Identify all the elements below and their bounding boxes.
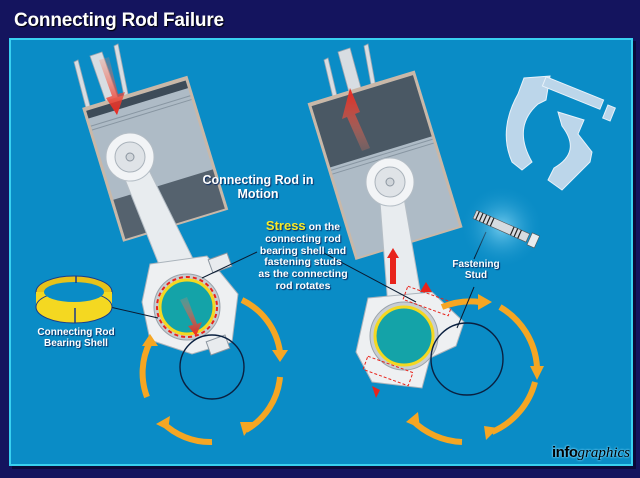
page-title: Connecting Rod Failure xyxy=(14,10,224,31)
right-engine-diagram xyxy=(307,43,544,445)
right-force-arrow-up xyxy=(342,88,370,151)
logo-bold-part: info xyxy=(552,444,578,461)
bearing-shell-label: Connecting Rod Bearing Shell xyxy=(37,327,115,350)
left-force-arrow-down xyxy=(99,57,125,115)
stress-leader-line-right xyxy=(321,251,417,303)
stress-leader-line-left xyxy=(201,251,258,279)
right-connecting-rod xyxy=(355,157,465,398)
left-crank-circle xyxy=(179,334,245,400)
left-connecting-rod xyxy=(105,132,239,356)
stress-highlight: Stress xyxy=(265,218,306,233)
left-rotation-arrowheads xyxy=(142,334,288,436)
stress-label: Stress on the connecting rod bearing she… xyxy=(258,218,348,293)
stress-description: on the connecting rod bearing shell and … xyxy=(258,221,348,292)
logo-italic-part: graphics xyxy=(577,445,631,461)
left-engine-diagram xyxy=(73,43,288,446)
right-valves xyxy=(323,43,377,103)
bearing-shell-illustration xyxy=(35,275,113,324)
fastening-stud-illustration xyxy=(472,209,540,249)
bearing-leader-line xyxy=(109,306,159,319)
right-crank-circle xyxy=(430,322,504,396)
infographics-logo: infographics xyxy=(552,444,630,462)
in-motion-label: Connecting Rod in Motion xyxy=(202,173,314,201)
stud-leader-line xyxy=(456,286,475,329)
fastening-stud-label: Fastening Stud xyxy=(452,259,500,282)
diagram-artwork xyxy=(35,43,616,446)
right-rotation-arrowheads xyxy=(406,294,544,440)
left-cylinder xyxy=(82,75,229,242)
exploded-bearing-cap xyxy=(505,75,616,191)
diagram-panel xyxy=(9,38,633,466)
